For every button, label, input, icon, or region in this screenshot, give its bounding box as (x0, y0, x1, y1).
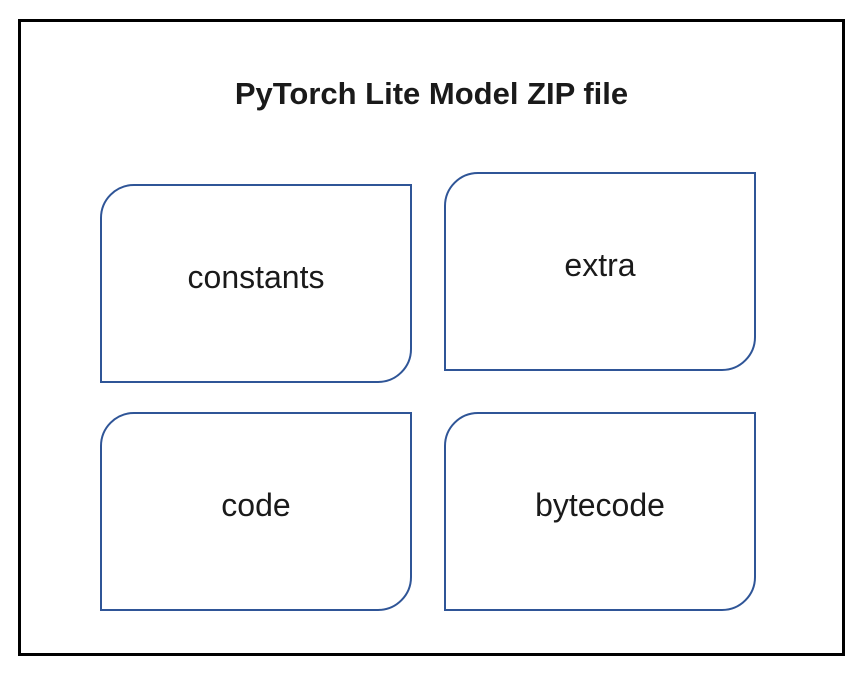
box-constants-label: constants (187, 259, 325, 295)
box-bytecode-label: bytecode (535, 487, 665, 523)
box-code-label: code (221, 487, 291, 523)
box-constants: constants (100, 184, 412, 383)
diagram-title: PyTorch Lite Model ZIP file (234, 76, 629, 111)
box-extra: extra (444, 172, 756, 371)
box-code: code (100, 412, 412, 611)
box-bytecode: bytecode (444, 412, 756, 611)
box-extra-label: extra (564, 247, 636, 283)
